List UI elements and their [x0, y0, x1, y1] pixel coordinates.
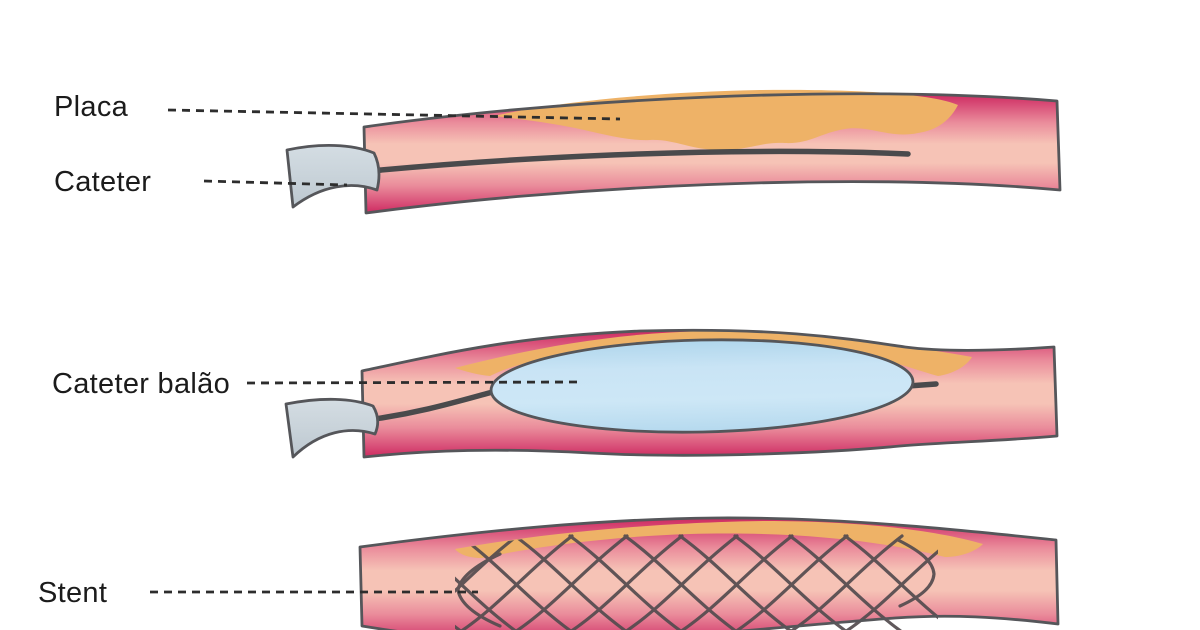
- stage-3-stent-placed: [150, 516, 1060, 630]
- guidewire-2-left: [365, 387, 503, 423]
- stent-mesh: [455, 534, 938, 630]
- label-placa: Placa: [54, 91, 129, 123]
- plaque-1: [494, 89, 958, 150]
- label-stent: Stent: [38, 577, 108, 609]
- vessel-2-outline: [360, 328, 1059, 459]
- plaque-2: [455, 330, 972, 376]
- guidewire-1: [347, 148, 911, 176]
- catheter-2: [284, 397, 380, 459]
- vessel-1-outline: [362, 92, 1062, 215]
- vessel-3-outline: [358, 516, 1060, 630]
- leader-line-placa: [167, 108, 621, 121]
- balloon: [489, 338, 915, 434]
- leader-line-cateter: [203, 179, 348, 187]
- plaque-3: [455, 521, 983, 558]
- catheter-1: [285, 144, 381, 209]
- label-cateter: Cateter: [54, 166, 152, 198]
- stent-end-chevrons: [456, 538, 936, 628]
- stage-2-balloon-inflation: [246, 328, 1059, 459]
- stage-1-artery-plaque-catheter: [167, 89, 1062, 215]
- label-cateter-balao: Cateter balão: [52, 368, 231, 400]
